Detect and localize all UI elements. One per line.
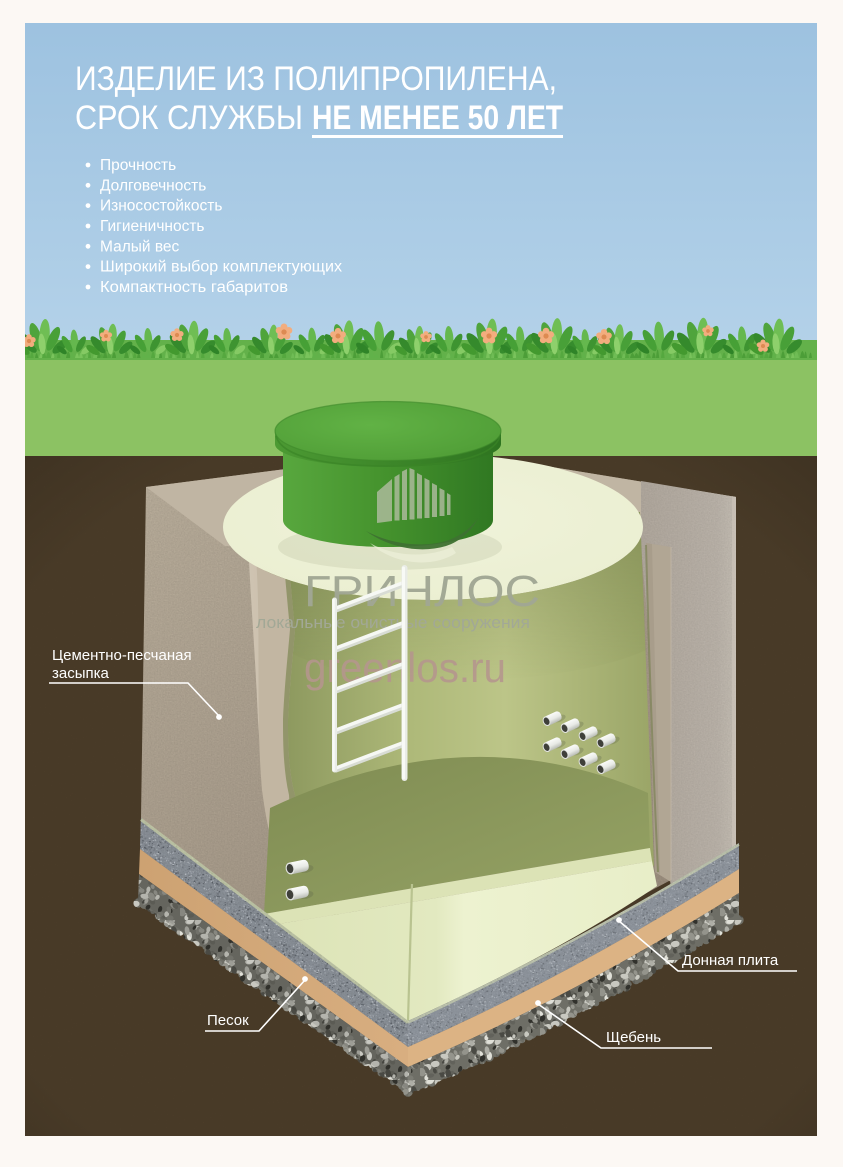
svg-text:Износостойкость: Износостойкость [100, 198, 222, 215]
svg-text:Малый вес: Малый вес [100, 238, 180, 255]
svg-text:Широкий выбор комплектующих: Широкий выбор комплектующих [100, 259, 342, 276]
svg-text:Цементно-песчаная: Цементно-песчаная [52, 647, 192, 664]
svg-text:Компактность габаритов: Компактность габаритов [100, 279, 288, 296]
svg-text:ИЗДЕЛИЕ ИЗ ПОЛИПРОПИЛЕНА,: ИЗДЕЛИЕ ИЗ ПОЛИПРОПИЛЕНА, [75, 60, 557, 98]
svg-text:СРОК СЛУЖБЫ: СРОК СЛУЖБЫ [75, 99, 303, 137]
svg-text:Прочность: Прочность [100, 157, 176, 174]
svg-text:Долговечность: Долговечность [100, 177, 206, 194]
svg-text:Гигиеничность: Гигиеничность [100, 218, 205, 235]
svg-text:НЕ МЕНЕЕ 50 ЛЕТ: НЕ МЕНЕЕ 50 ЛЕТ [312, 99, 563, 137]
svg-text:Песок: Песок [207, 1012, 249, 1029]
svg-text:Донная плита: Донная плита [682, 952, 779, 969]
svg-text:засыпка: засыпка [52, 665, 110, 682]
svg-text:Щебень: Щебень [606, 1029, 661, 1046]
